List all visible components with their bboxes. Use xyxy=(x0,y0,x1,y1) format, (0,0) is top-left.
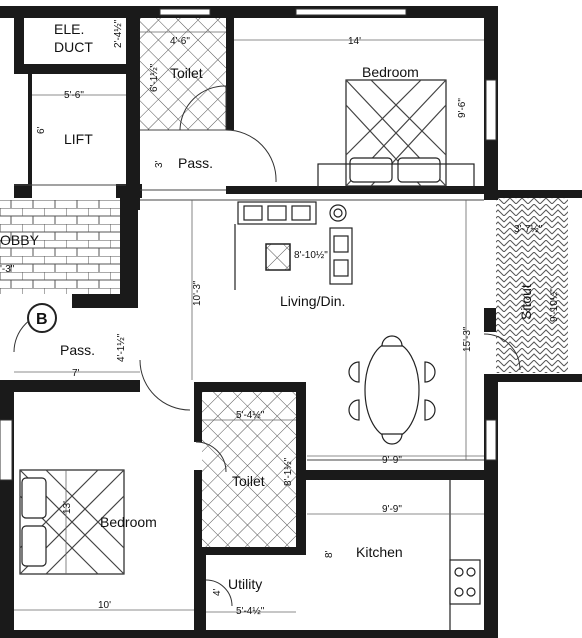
toilet-top-height-dim: 6'-1½" xyxy=(149,63,160,92)
living-label: Living/Din. xyxy=(280,293,345,309)
pass-left-height-dim: 4'-1½" xyxy=(116,333,127,362)
ele-duct-label-2: DUCT xyxy=(54,39,93,55)
living-right-height-dim: 15'-3" xyxy=(462,326,473,352)
utility-height-dim: 4' xyxy=(212,588,223,596)
toilet-top-width-dim: 4'-6" xyxy=(170,36,190,47)
dimension-lines xyxy=(14,31,484,613)
living-table-dim: 8'-10½" xyxy=(294,250,328,261)
dining-width-dim: 9'-9" xyxy=(382,455,402,466)
lobby-floor xyxy=(0,200,126,294)
living-height-dim: 10'-3" xyxy=(192,280,203,306)
bed-top xyxy=(317,79,475,189)
interior-lines xyxy=(14,129,484,461)
kitchen-label: Kitchen xyxy=(356,544,403,560)
utility-label: Utility xyxy=(228,576,262,592)
bed-bottom xyxy=(19,469,125,575)
pass-top-height-dim: 3' xyxy=(154,160,165,168)
pass-left-width-dim: 7' xyxy=(72,368,80,379)
sitout-height-dim: 9'-10½" xyxy=(549,288,560,322)
block-marker-label: B xyxy=(36,311,48,328)
toilet-mid-width-dim: 5'-4½" xyxy=(236,410,265,421)
sitout-label: Sitout xyxy=(518,284,534,320)
lift-label: LIFT xyxy=(64,131,93,147)
doors xyxy=(13,85,521,607)
bedroom-bottom-label: Bedroom xyxy=(100,514,157,530)
sitout-width-dim: 3'-7½" xyxy=(514,224,543,235)
ele-duct-height-dim: 2'-4½" xyxy=(113,19,124,48)
coffee-table xyxy=(265,243,291,271)
sofa-set xyxy=(234,201,353,290)
toilet-top-label: Toilet xyxy=(170,65,203,81)
bedroom-bottom-height-dim: 13' xyxy=(62,501,73,514)
ele-duct-label-1: ELE. xyxy=(54,21,84,37)
bedroom-top-label: Bedroom xyxy=(362,64,419,80)
kitchen-height-dim: 8' xyxy=(324,550,335,558)
pass-left-label: Pass. xyxy=(60,342,95,358)
bedroom-bottom-width-dim: 10' xyxy=(98,600,111,611)
toilet-mid-height-dim: 8'-1½" xyxy=(283,457,294,486)
pass-top-label: Pass. xyxy=(178,155,213,171)
lobby-width-dim: '-3" xyxy=(0,264,15,275)
lobby-label: OBBY xyxy=(0,232,40,248)
toilet-mid-floor xyxy=(202,392,302,547)
kitchen-width-dim: 9'-9" xyxy=(382,504,402,515)
windows xyxy=(0,8,497,481)
utility-width-dim: 5'-4½" xyxy=(236,606,265,617)
bedroom-top-height-dim: 9'-6" xyxy=(457,98,468,118)
toilet-mid-label: Toilet xyxy=(232,473,265,489)
lift-height-dim: 6' xyxy=(36,126,47,134)
dining-table xyxy=(348,335,436,445)
block-marker-circle xyxy=(27,303,57,333)
lift-width-dim: 5'-6" xyxy=(64,90,84,101)
kitchen-counter xyxy=(449,480,481,630)
bedroom-top-width-dim: 14' xyxy=(348,36,361,47)
